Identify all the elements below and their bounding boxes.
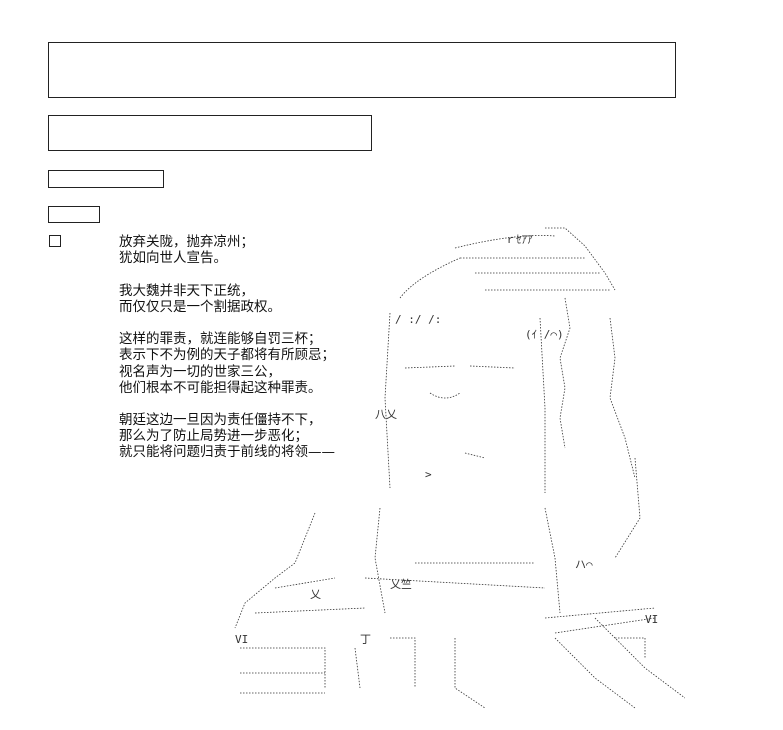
text-line: 他们根本不可能担得起这种罪责。 <box>119 379 322 396</box>
header-frame-tiny <box>48 206 100 223</box>
ascii-fragment: > <box>425 468 432 481</box>
ascii-fragment: 乂竺 <box>390 577 412 591</box>
ascii-fragment: 乂 <box>310 588 321 601</box>
ascii-fragment: VI <box>235 633 248 646</box>
ascii-art-drawing: ｒｾｱｱ / :/ /: (ｲ /⌒) 八乂 > 乂竺 ハ⌒ VI VI 丁 乂 <box>234 227 686 709</box>
text-line: 这样的罪责，就连能够自罚三杯； <box>119 331 322 348</box>
ascii-fragment: ｒｾｱｱ <box>505 233 533 246</box>
text-line: 放弃关陇，抛弃凉州； <box>119 234 254 250</box>
ascii-fragment: ハ⌒ <box>575 558 593 571</box>
text-line: 我大魏并非天下正统， <box>119 282 254 299</box>
header-frame-medium <box>48 115 372 151</box>
header-frame-large <box>48 42 676 98</box>
ascii-fragment: 八乂 <box>375 408 397 421</box>
ascii-art-character-illustration: ｒｾｱｱ / :/ /: (ｲ /⌒) 八乂 > 乂竺 ハ⌒ VI VI 丁 乂 <box>215 218 686 718</box>
ascii-fragment: / :/ /: <box>395 313 441 326</box>
header-frame-small <box>48 170 164 188</box>
ascii-fragment: (ｲ /⌒) <box>525 328 564 341</box>
text-line: 朝廷这边一旦因为责任僵持不下， <box>119 412 322 429</box>
ascii-fragment: VI <box>645 613 658 626</box>
checkbox-icon <box>49 235 61 247</box>
text-line: 犹如向世人宣告。 <box>119 250 227 267</box>
text-line: 就只能将问题归责于前线的将领—— <box>119 444 335 461</box>
text-line: 那么为了防止局势进一步恶化； <box>119 428 308 445</box>
narration-text: 放弃关陇，抛弃凉州； 犹如向世人宣告。 我大魏并非天下正统， 而仅仅只是一个割据… <box>119 234 379 461</box>
ascii-fragment: 丁 <box>360 633 371 646</box>
text-line: 而仅仅只是一个割据政权。 <box>119 298 281 315</box>
text-line: 视名声为一切的世家三公， <box>119 363 281 380</box>
text-line: 表示下不为例的天子都将有所顾忌； <box>119 347 335 364</box>
